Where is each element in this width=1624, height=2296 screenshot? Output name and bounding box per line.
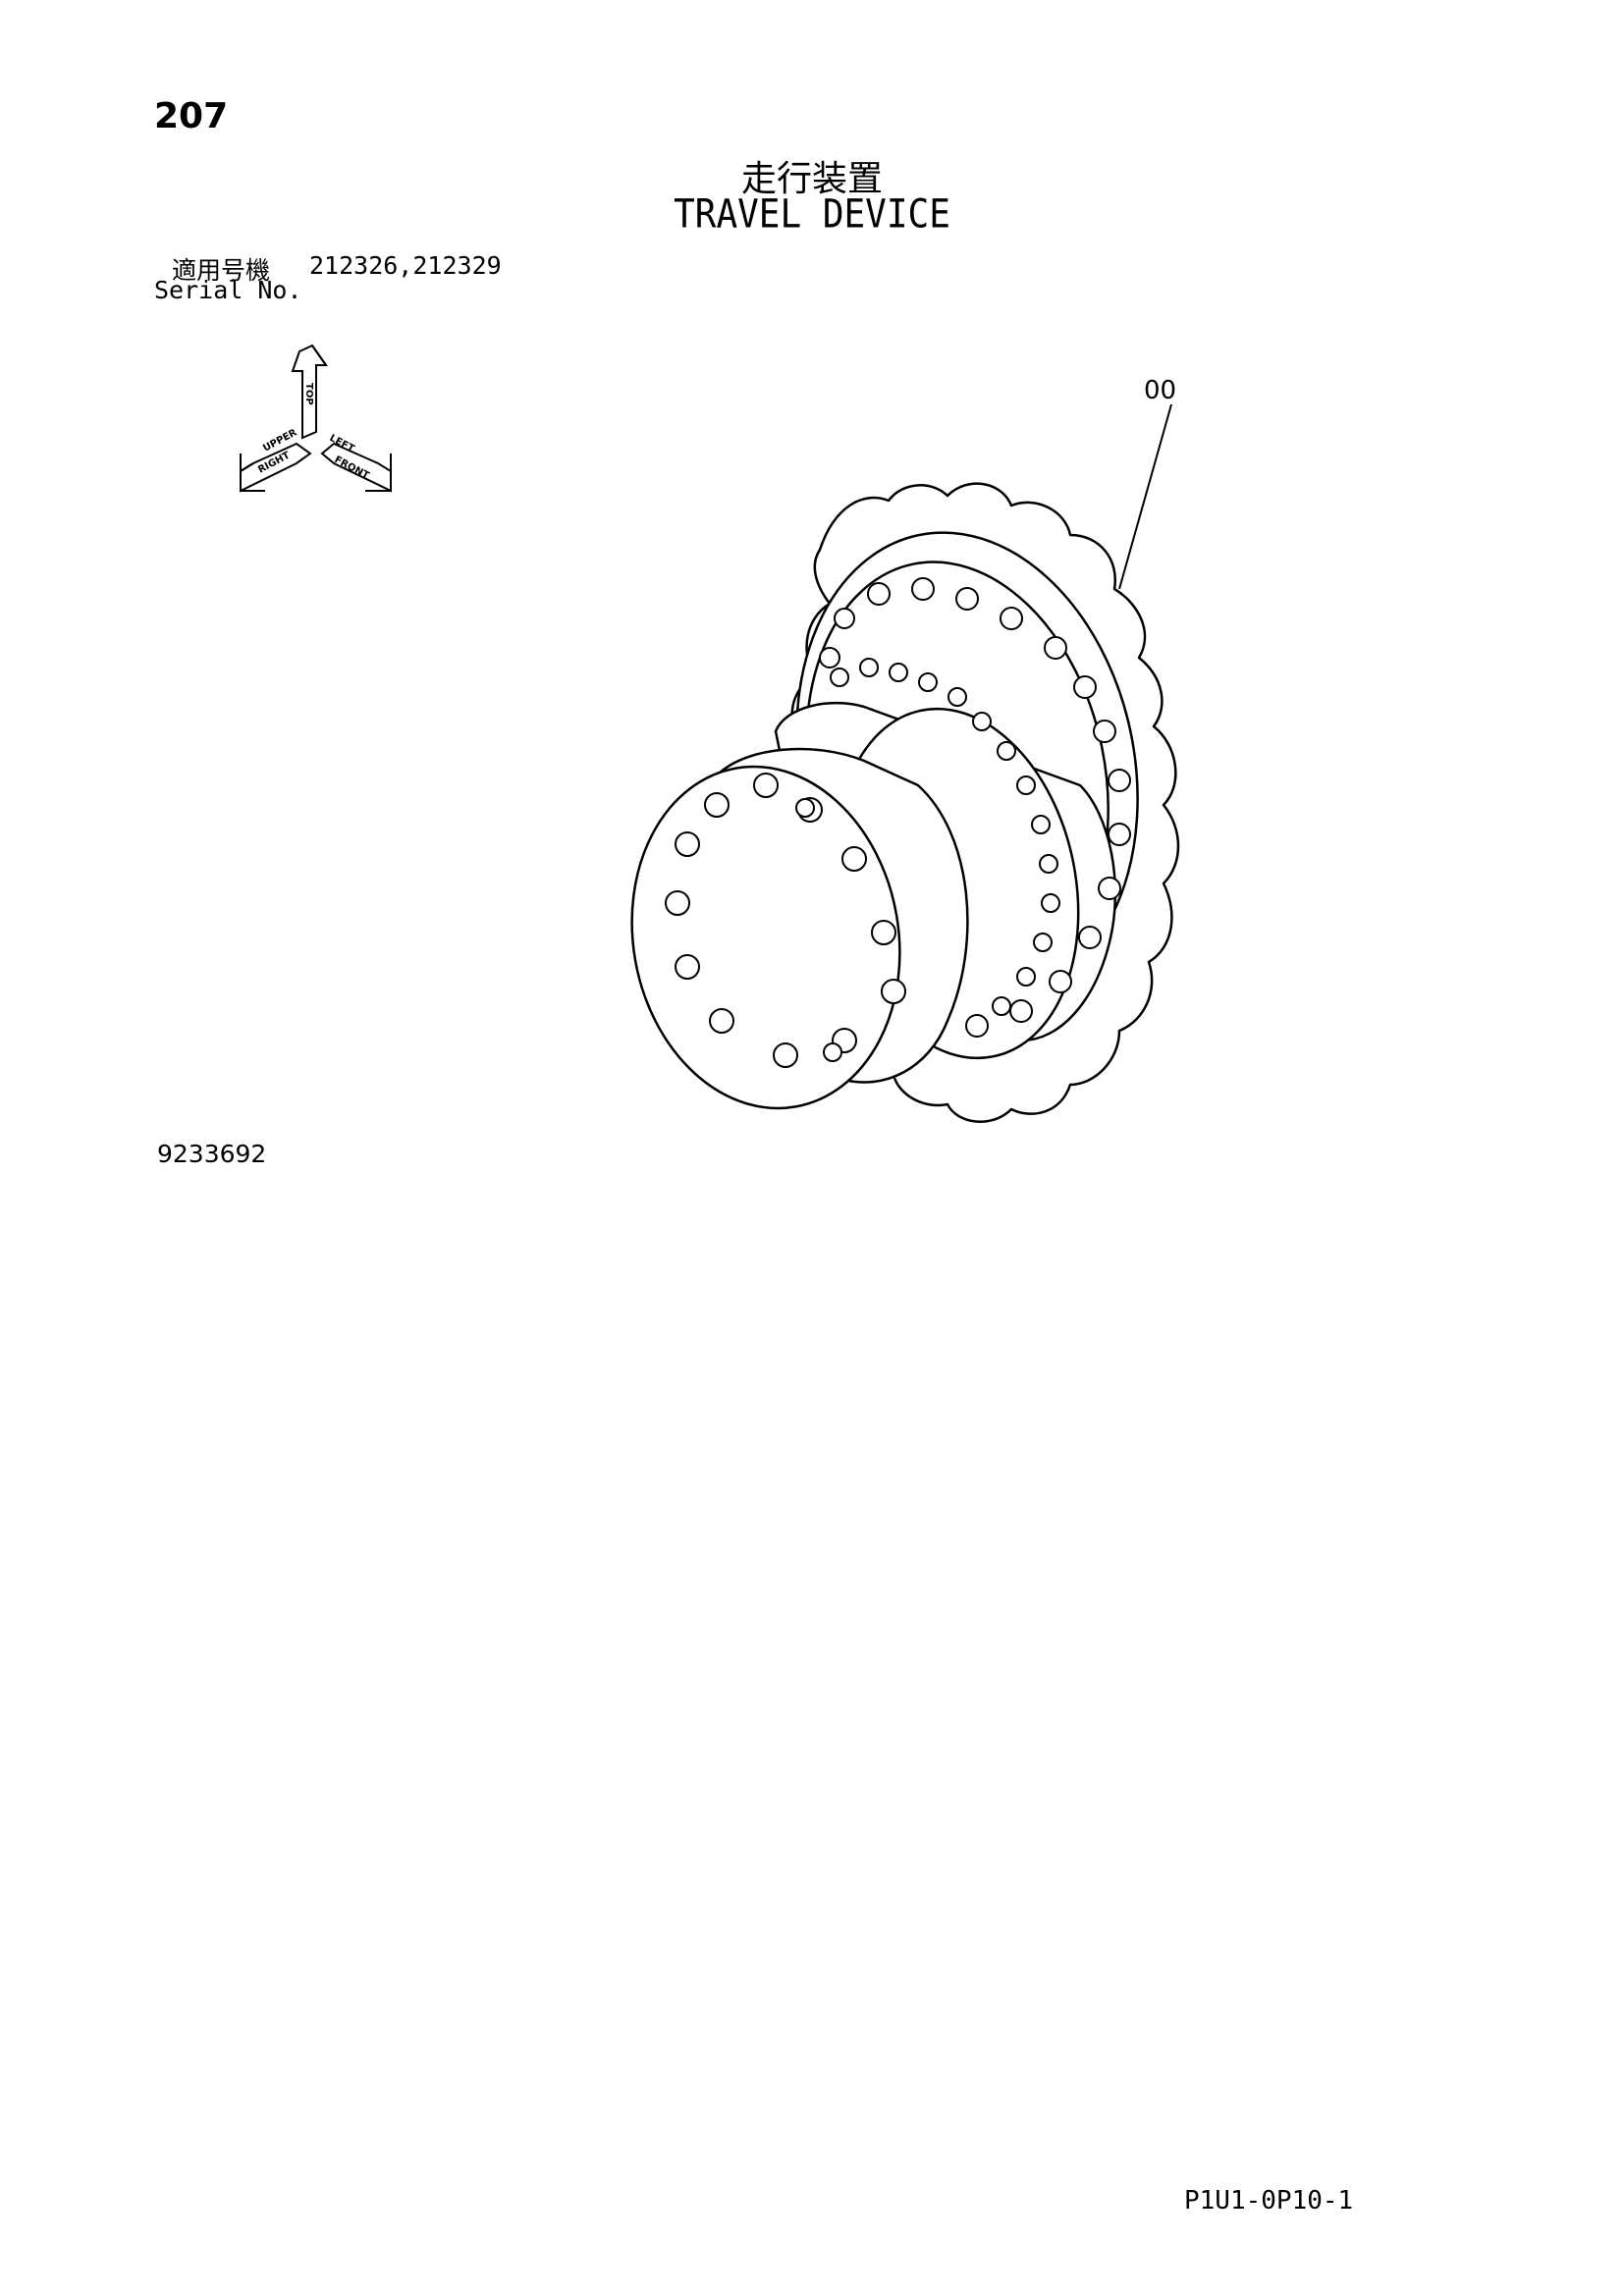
page-code: P1U1-0P10-1 bbox=[1184, 2186, 1354, 2216]
title-english: TRAVEL DEVICE bbox=[674, 191, 950, 238]
serial-label-english: Serial No. bbox=[154, 276, 302, 304]
title-japanese: 走行装置 bbox=[740, 159, 883, 199]
callout-part-number: 00 bbox=[1144, 376, 1177, 405]
page-number: 207 bbox=[154, 96, 229, 136]
callout-leader-line bbox=[1118, 403, 1172, 590]
end-cap-face bbox=[630, 765, 901, 1110]
serial-label-japanese: 適用号機 bbox=[172, 256, 271, 285]
serial-numbers: 212326,212329 bbox=[309, 251, 502, 280]
drawing-number: 9233692 bbox=[157, 1140, 267, 1168]
